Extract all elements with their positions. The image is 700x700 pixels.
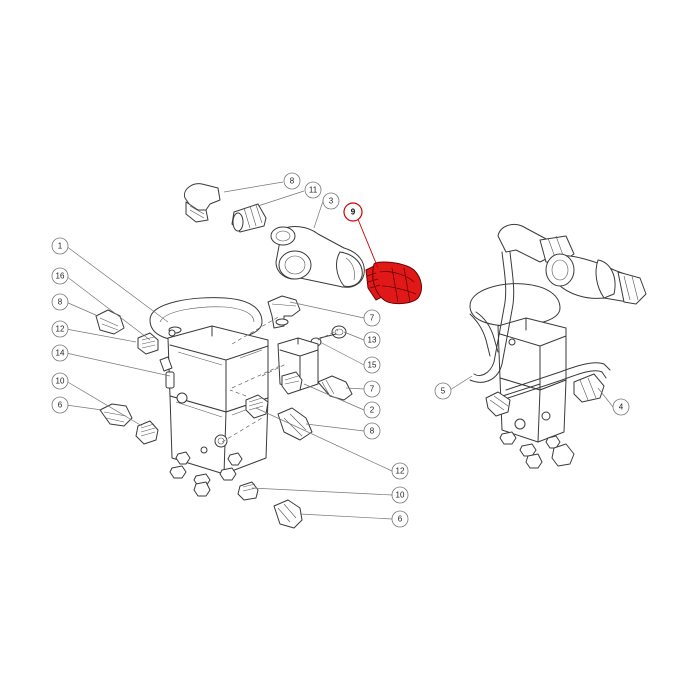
callout-label: 8 — [290, 177, 295, 186]
callout-label: 3 — [329, 197, 334, 206]
callout-label: 6 — [58, 401, 63, 410]
callout-15[interactable]: 15 — [363, 356, 381, 374]
assembled-view — [469, 223, 647, 469]
callout-label: 10 — [396, 491, 405, 500]
leader-lines — [65, 181, 614, 520]
callout-label: 10 — [56, 377, 65, 386]
callouts: 8 11 3 9 1 16 8 12 14 10 6 7 13 15 7 2 8… — [51, 172, 630, 528]
callout-8a[interactable]: 8 — [283, 172, 301, 190]
callout-label: 8 — [370, 427, 375, 436]
callout-8b[interactable]: 8 — [51, 293, 69, 311]
callout-label: 16 — [56, 272, 65, 281]
callout-label: 7 — [370, 314, 375, 323]
callout-5[interactable]: 5 — [434, 382, 452, 400]
callout-label: 12 — [56, 325, 65, 334]
callout-13[interactable]: 13 — [363, 331, 381, 349]
callout-9[interactable]: 9 — [343, 202, 363, 222]
callout-7a[interactable]: 7 — [363, 309, 381, 327]
callout-label: 14 — [56, 349, 65, 358]
callout-6a[interactable]: 6 — [51, 396, 69, 414]
callout-11[interactable]: 11 — [304, 181, 322, 199]
callout-label: 12 — [396, 467, 405, 476]
callout-6b[interactable]: 6 — [391, 510, 409, 528]
callout-label: 1 — [58, 242, 63, 251]
callout-label: 2 — [370, 406, 375, 415]
callout-label: 4 — [619, 403, 624, 412]
callout-12a[interactable]: 12 — [51, 320, 69, 338]
callout-label: 7 — [370, 385, 375, 394]
callout-label: 6 — [398, 515, 403, 524]
highlighted-part-9 — [365, 261, 422, 305]
callout-label: 15 — [368, 361, 377, 370]
callout-10b[interactable]: 10 — [391, 486, 409, 504]
callout-label: 5 — [441, 387, 446, 396]
callout-12b[interactable]: 12 — [391, 462, 409, 480]
callout-2[interactable]: 2 — [363, 401, 381, 419]
callout-7b[interactable]: 7 — [363, 380, 381, 398]
callout-1[interactable]: 1 — [51, 237, 69, 255]
callout-4[interactable]: 4 — [612, 398, 630, 416]
callout-8c[interactable]: 8 — [363, 422, 381, 440]
callout-label: 8 — [58, 298, 63, 307]
callout-14[interactable]: 14 — [51, 344, 69, 362]
callout-10a[interactable]: 10 — [51, 372, 69, 390]
callout-label: 9 — [351, 208, 356, 217]
callout-label: 11 — [309, 186, 318, 195]
callout-label: 13 — [368, 336, 377, 345]
callout-3[interactable]: 3 — [322, 192, 340, 210]
callout-16[interactable]: 16 — [51, 267, 69, 285]
main-valve-assembly — [95, 183, 422, 529]
